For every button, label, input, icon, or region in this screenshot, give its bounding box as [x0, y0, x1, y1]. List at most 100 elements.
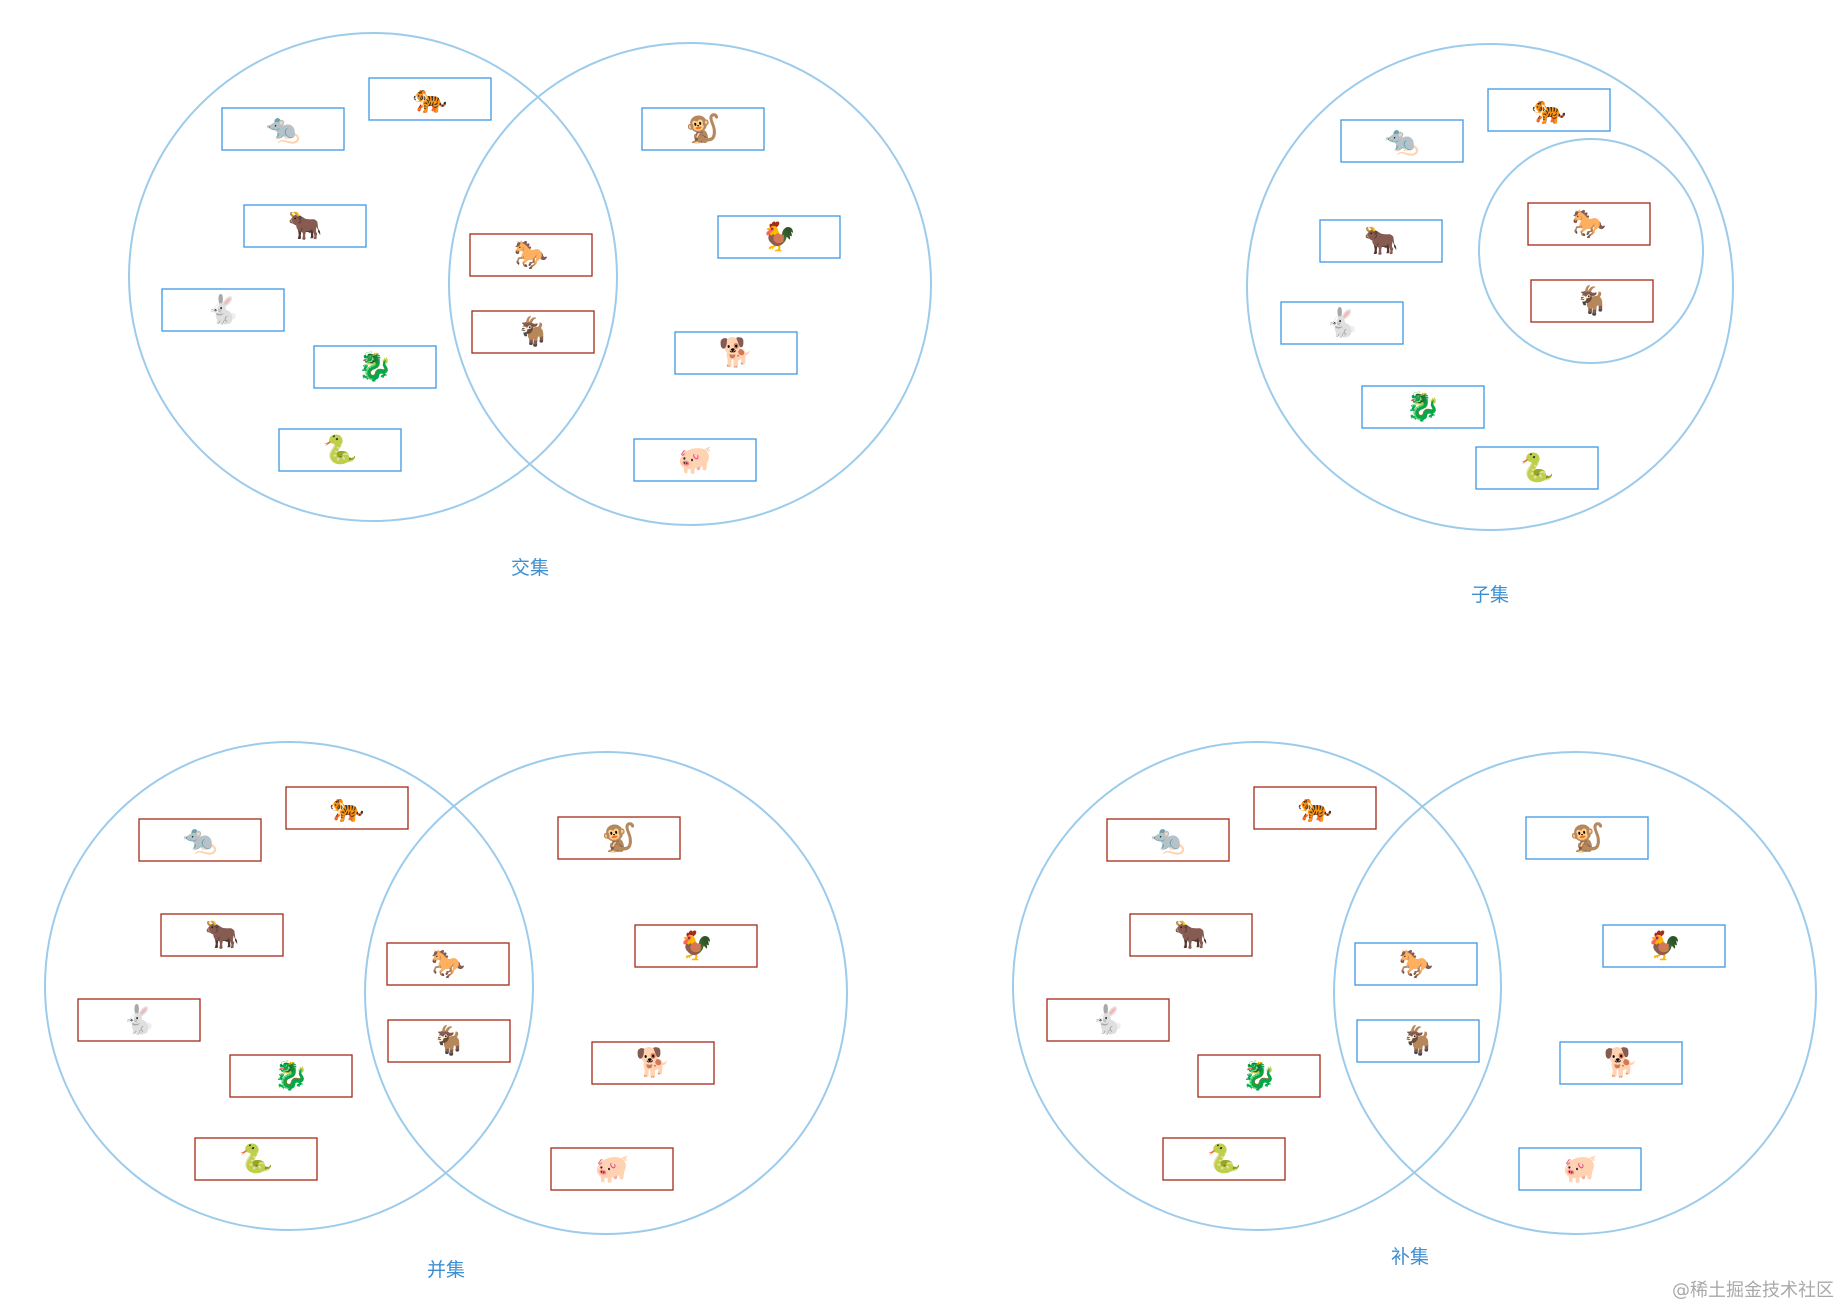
item-box: [1602, 924, 1726, 968]
dog-icon: 🐕: [636, 1046, 671, 1079]
rooster-card: 🐓: [1602, 924, 1726, 968]
item-box: [387, 1019, 511, 1063]
union-set-circle-1: [44, 741, 534, 1231]
item-box: [243, 204, 367, 248]
item-box: [1361, 385, 1485, 429]
item-box: [674, 331, 798, 375]
snake-icon: 🐍: [1207, 1142, 1242, 1175]
monkey-icon: 🐒: [686, 112, 721, 145]
subset-caption: 子集: [1470, 584, 1510, 606]
ox-card: 🐂: [160, 913, 284, 957]
item-box: [1046, 998, 1170, 1042]
monkey-icon: 🐒: [602, 821, 637, 854]
union-set-circle-2: [364, 751, 848, 1235]
item-box: [1487, 88, 1611, 132]
item-box: [550, 1147, 674, 1191]
dragon-icon: 🐉: [1242, 1059, 1277, 1092]
goat-card: 🐐: [387, 1019, 511, 1063]
tiger-card: 🐅: [1487, 88, 1611, 132]
item-box: [1518, 1147, 1642, 1191]
goat-card: 🐐: [1356, 1019, 1480, 1063]
rooster-icon: 🐓: [679, 929, 714, 962]
rat-icon: 🐀: [1151, 823, 1186, 856]
horse-card: 🐎: [1527, 202, 1651, 246]
item-box: [1525, 816, 1649, 860]
item-box: [161, 288, 285, 332]
dog-icon: 🐕: [719, 336, 754, 369]
snake-card: 🐍: [1162, 1137, 1286, 1181]
rooster-icon: 🐓: [762, 220, 797, 253]
item-box: [229, 1054, 353, 1098]
horse-card: 🐎: [469, 233, 593, 277]
tiger-card: 🐅: [285, 786, 409, 830]
ox-card: 🐂: [243, 204, 367, 248]
rabbit-icon: 🐇: [1091, 1003, 1126, 1036]
pig-card: 🐖: [550, 1147, 674, 1191]
tiger-card: 🐅: [368, 77, 492, 121]
rabbit-card: 🐇: [1280, 301, 1404, 345]
item-box: [717, 215, 841, 259]
item-box: [471, 310, 595, 354]
item-box: [1319, 219, 1443, 263]
goat-card: 🐐: [1530, 279, 1654, 323]
snake-icon: 🐍: [1520, 451, 1555, 484]
rabbit-icon: 🐇: [206, 293, 241, 326]
item-box: [278, 428, 402, 472]
snake-card: 🐍: [278, 428, 402, 472]
tiger-icon: 🐅: [1298, 791, 1333, 824]
ox-icon: 🐂: [205, 918, 240, 951]
tiger-card: 🐅: [1253, 786, 1377, 830]
rat-card: 🐀: [138, 818, 262, 862]
dragon-icon: 🐉: [358, 350, 393, 383]
tiger-icon: 🐅: [413, 82, 448, 115]
rooster-card: 🐓: [717, 215, 841, 259]
horse-icon: 🐎: [431, 947, 466, 980]
pig-icon: 🐖: [678, 443, 713, 476]
item-box: [1354, 942, 1478, 986]
item-box: [1530, 279, 1654, 323]
item-box: [77, 998, 201, 1042]
snake-icon: 🐍: [239, 1142, 274, 1175]
item-box: [1253, 786, 1377, 830]
complement-set-circle-2: [1333, 751, 1817, 1235]
dog-card: 🐕: [591, 1041, 715, 1085]
item-box: [1129, 913, 1253, 957]
monkey-icon: 🐒: [1570, 821, 1605, 854]
rat-icon: 🐀: [266, 112, 301, 145]
ox-icon: 🐂: [1174, 918, 1209, 951]
dragon-card: 🐉: [313, 345, 437, 389]
item-box: [1106, 818, 1230, 862]
goat-icon: 🐐: [432, 1024, 467, 1057]
ox-icon: 🐂: [1364, 224, 1399, 257]
horse-card: 🐎: [1354, 942, 1478, 986]
dog-card: 🐕: [1559, 1041, 1683, 1085]
horse-icon: 🐎: [1572, 207, 1607, 240]
intersection-caption: 交集: [510, 557, 550, 579]
goat-card: 🐐: [471, 310, 595, 354]
ox-card: 🐂: [1129, 913, 1253, 957]
snake-icon: 🐍: [323, 433, 358, 466]
snake-card: 🐍: [1475, 446, 1599, 490]
horse-icon: 🐎: [514, 238, 549, 271]
rat-card: 🐀: [1340, 119, 1464, 163]
item-box: [313, 345, 437, 389]
ox-icon: 🐂: [288, 209, 323, 242]
ox-card: 🐂: [1319, 219, 1443, 263]
item-box: [1162, 1137, 1286, 1181]
item-box: [1475, 446, 1599, 490]
goat-icon: 🐐: [1575, 284, 1610, 317]
dragon-card: 🐉: [229, 1054, 353, 1098]
rooster-card: 🐓: [634, 924, 758, 968]
rabbit-card: 🐇: [161, 288, 285, 332]
item-box: [591, 1041, 715, 1085]
complement-set-circle-1: [1012, 741, 1502, 1231]
item-box: [633, 438, 757, 482]
tiger-icon: 🐅: [1532, 93, 1567, 126]
horse-icon: 🐎: [1399, 947, 1434, 980]
complement-diagram: 🐀🐅🐂🐇🐉🐍🐎🐐🐒🐓🐕🐖: [1012, 741, 1817, 1235]
item-box: [160, 913, 284, 957]
item-box: [1527, 202, 1651, 246]
rabbit-card: 🐇: [1046, 998, 1170, 1042]
monkey-card: 🐒: [557, 816, 681, 860]
